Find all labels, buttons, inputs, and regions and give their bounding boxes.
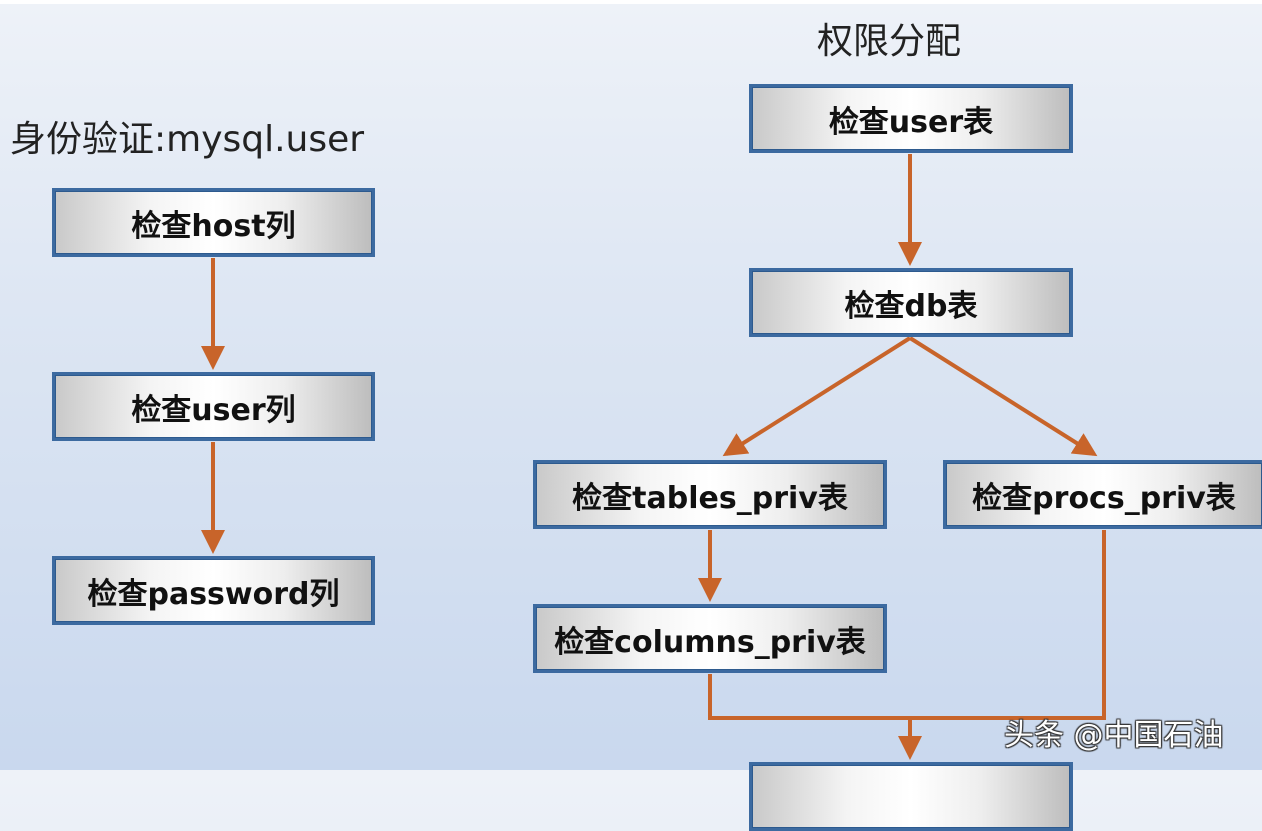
connector-columnspriv-merge xyxy=(708,674,910,720)
step-check-user-column: 检查user列 xyxy=(52,372,375,441)
step-check-user-table: 检查user表 xyxy=(749,84,1073,153)
step-check-password: 检查password列 xyxy=(52,556,375,625)
step-check-db-table: 检查db表 xyxy=(749,268,1073,337)
step-final-cropped xyxy=(749,762,1073,831)
connector-procspriv-merge xyxy=(910,530,1106,720)
top-border xyxy=(0,0,1262,4)
arrow-db-to-tablespriv xyxy=(722,336,912,457)
watermark: 头条 @中国石油 xyxy=(1004,718,1224,753)
step-check-host: 检查host列 xyxy=(52,188,375,257)
step-check-tables-priv: 检查tables_priv表 xyxy=(533,460,887,529)
auth-title: 身份验证:mysql.user xyxy=(10,119,365,160)
arrow-db-to-procspriv xyxy=(908,336,1098,457)
step-check-columns-priv: 检查columns_priv表 xyxy=(533,604,887,673)
connector-arrows xyxy=(201,154,1106,760)
step-check-procs-priv: 检查procs_priv表 xyxy=(943,460,1262,529)
privilege-title: 权限分配 xyxy=(817,21,962,62)
